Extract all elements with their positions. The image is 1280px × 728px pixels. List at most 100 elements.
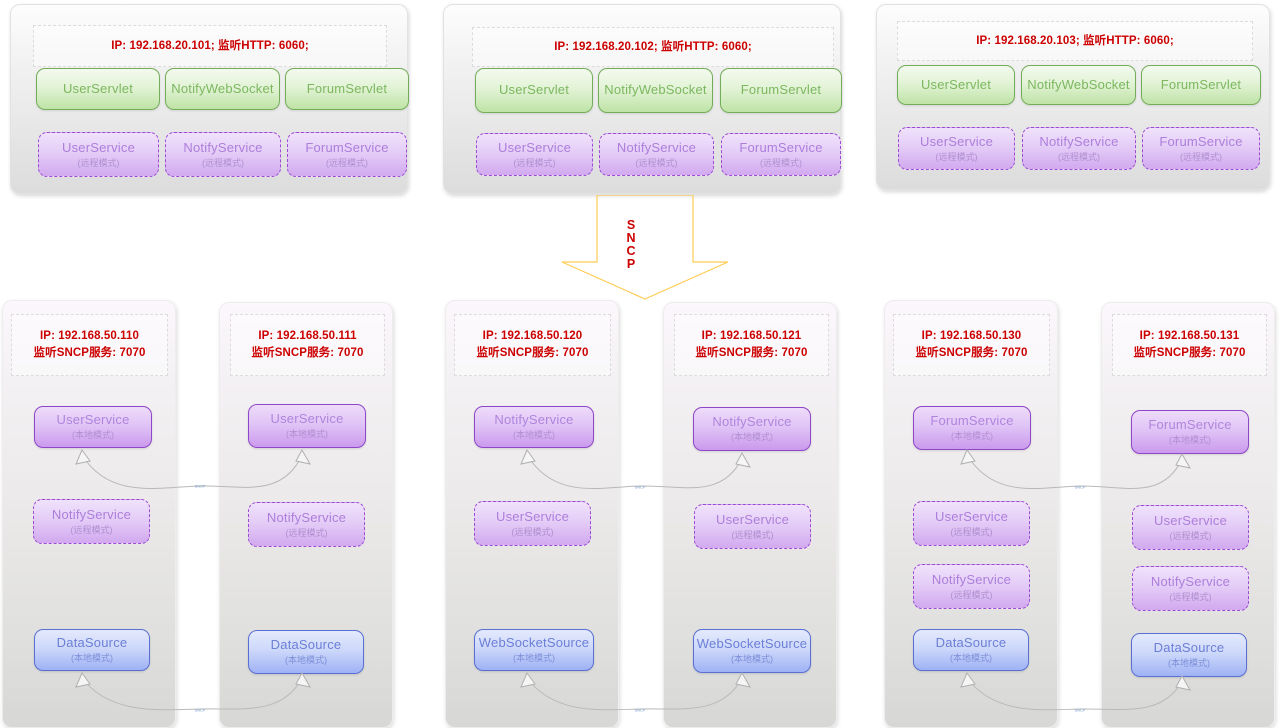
service-node[interactable]: UserService (远程模式) <box>898 127 1015 170</box>
node-title: ForumServlet <box>306 80 388 96</box>
host-ip-box: IP: 192.168.50.131 监听SNCP服务: 7070 <box>1112 314 1267 376</box>
host-port-text: 监听SNCP服务: 7070 <box>915 347 1028 359</box>
link-label: SNCP <box>634 484 646 490</box>
servlet-node[interactable]: NotifyWebSocket <box>165 68 280 110</box>
servlet-node[interactable]: ForumServlet <box>720 68 842 113</box>
source-node[interactable]: WebSocketSource (本地模式) <box>693 629 811 673</box>
node-title: ForumService <box>739 139 823 155</box>
node-title: UserServlet <box>920 76 992 92</box>
node-title: NotifyWebSocket <box>171 80 274 96</box>
node-title: DataSource <box>270 637 342 653</box>
node-title: ForumService <box>305 139 389 155</box>
servlet-node[interactable]: UserServlet <box>36 68 160 110</box>
service-node[interactable]: UserService (远程模式) <box>474 501 591 546</box>
host-ip-box: IP: 192.168.50.110 监听SNCP服务: 7070 <box>11 314 168 376</box>
service-node[interactable]: UserService (远程模式) <box>694 504 811 549</box>
service-node[interactable]: UserService (远程模式) <box>476 133 593 176</box>
node-title: DataSource <box>1153 640 1225 656</box>
service-node[interactable]: NotifyService (远程模式) <box>165 132 281 177</box>
node-mode: (远程模式) <box>935 151 978 162</box>
servlet-node[interactable]: NotifyWebSocket <box>598 68 713 113</box>
bottom-host-panel-6: IP: 192.168.50.131 监听SNCP服务: 7070 ForumS… <box>1101 302 1275 728</box>
host-ip-text: IP: 192.168.20.101; 监听HTTP: 6060; <box>111 39 309 52</box>
node-title: UserService <box>716 511 789 527</box>
service-node[interactable]: ForumService (远程模式) <box>1142 127 1260 170</box>
node-title: NotifyService <box>1039 133 1119 149</box>
node-mode: (本地模式) <box>951 431 993 442</box>
node-mode: (远程模式) <box>285 527 328 538</box>
servlet-node[interactable]: ForumServlet <box>1141 65 1261 105</box>
host-ip-box: IP: 192.168.20.103; 监听HTTP: 6060; <box>897 21 1253 61</box>
service-node[interactable]: UserService (本地模式) <box>248 404 366 448</box>
node-title: DataSource <box>56 635 128 651</box>
host-ip-text: IP: 192.168.20.103; 监听HTTP: 6060; <box>976 34 1174 47</box>
servlet-node[interactable]: UserServlet <box>897 65 1015 105</box>
service-node[interactable]: ForumService (本地模式) <box>913 406 1031 450</box>
node-mode: (本地模式) <box>285 655 327 666</box>
node-title: UserService <box>62 139 135 155</box>
service-node[interactable]: UserService (远程模式) <box>1132 505 1249 550</box>
bottom-host-panel-4: IP: 192.168.50.121 监听SNCP服务: 7070 Notify… <box>663 302 837 728</box>
node-title: DataSource <box>935 635 1007 651</box>
top-host-panel-1: IP: 192.168.20.101; 监听HTTP: 6060; UserSe… <box>10 4 409 194</box>
node-title: UserService <box>935 508 1008 524</box>
source-node[interactable]: WebSocketSource (本地模式) <box>474 629 594 671</box>
host-port-text: 监听SNCP服务: 7070 <box>476 347 589 359</box>
servlet-node[interactable]: UserServlet <box>475 68 593 113</box>
node-mode: (远程模式) <box>511 526 554 537</box>
node-title: WebSocketSource <box>696 636 808 652</box>
node-title: UserServlet <box>498 82 570 98</box>
servlet-node[interactable]: NotifyWebSocket <box>1021 65 1136 105</box>
node-mode: (远程模式) <box>1058 151 1100 162</box>
link-label: SNCP <box>634 707 646 713</box>
service-node[interactable]: NotifyService (本地模式) <box>474 406 594 448</box>
service-node[interactable]: UserService (远程模式) <box>913 501 1030 546</box>
node-mode: (远程模式) <box>1169 530 1212 541</box>
top-host-panel-2: IP: 192.168.20.102; 监听HTTP: 6060; UserSe… <box>443 4 842 194</box>
node-title: NotifyWebSocket <box>604 82 707 98</box>
sncp-protocol-label: SNCP <box>624 218 638 270</box>
host-ip-text: IP: 192.168.50.131 <box>1139 330 1240 343</box>
node-title: ForumService <box>930 413 1014 429</box>
node-title: NotifyService <box>931 571 1012 587</box>
node-title: UserServlet <box>62 80 134 96</box>
node-mode: (本地模式) <box>1168 658 1210 669</box>
service-node[interactable]: NotifyService (远程模式) <box>33 499 150 544</box>
source-node[interactable]: DataSource (本地模式) <box>34 629 150 671</box>
host-ip-text: IP: 192.168.50.121 <box>701 330 802 343</box>
service-node[interactable]: ForumService (远程模式) <box>721 133 841 176</box>
host-port-text: 监听SNCP服务: 7070 <box>1133 347 1246 359</box>
service-node[interactable]: NotifyService (远程模式) <box>1022 127 1136 170</box>
service-node[interactable]: UserService (本地模式) <box>34 406 152 448</box>
service-node[interactable]: NotifyService (远程模式) <box>599 133 714 176</box>
node-mode: (远程模式) <box>950 589 993 600</box>
service-node[interactable]: NotifyService (本地模式) <box>693 407 811 451</box>
source-node[interactable]: DataSource (本地模式) <box>913 629 1029 671</box>
servlet-node[interactable]: ForumServlet <box>285 68 409 110</box>
host-ip-box: IP: 192.168.20.102; 监听HTTP: 6060; <box>472 27 834 67</box>
node-mode: (远程模式) <box>1169 591 1212 602</box>
service-node[interactable]: NotifyService (远程模式) <box>1132 566 1249 611</box>
service-node[interactable]: ForumService (远程模式) <box>287 132 407 177</box>
node-title: UserService <box>1154 512 1227 528</box>
host-ip-text: IP: 192.168.50.110 <box>40 330 139 343</box>
link-label: SNCP <box>194 707 206 713</box>
node-title: NotifyService <box>1150 573 1231 589</box>
host-ip-text: IP: 192.168.50.120 <box>482 330 583 343</box>
node-title: UserService <box>920 133 993 149</box>
service-node[interactable]: NotifyService (远程模式) <box>913 564 1030 609</box>
bottom-host-panel-2: IP: 192.168.50.111 监听SNCP服务: 7070 UserSe… <box>219 302 393 728</box>
source-node[interactable]: DataSource (本地模式) <box>1131 633 1247 677</box>
service-node[interactable]: ForumService (本地模式) <box>1131 410 1249 454</box>
bottom-host-panel-3: IP: 192.168.50.120 监听SNCP服务: 7070 Notify… <box>445 300 619 728</box>
node-mode: (远程模式) <box>1180 151 1222 162</box>
service-node[interactable]: UserService (远程模式) <box>38 132 159 177</box>
service-node[interactable]: NotifyService (远程模式) <box>248 502 365 547</box>
host-ip-box: IP: 192.168.20.101; 监听HTTP: 6060; <box>33 25 387 67</box>
node-title: ForumService <box>1159 133 1243 149</box>
host-ip-box: IP: 192.168.50.111 监听SNCP服务: 7070 <box>230 314 385 376</box>
host-port-text: 监听SNCP服务: 7070 <box>695 347 808 359</box>
link-label: SNCP <box>1074 484 1086 490</box>
source-node[interactable]: DataSource (本地模式) <box>248 630 364 674</box>
